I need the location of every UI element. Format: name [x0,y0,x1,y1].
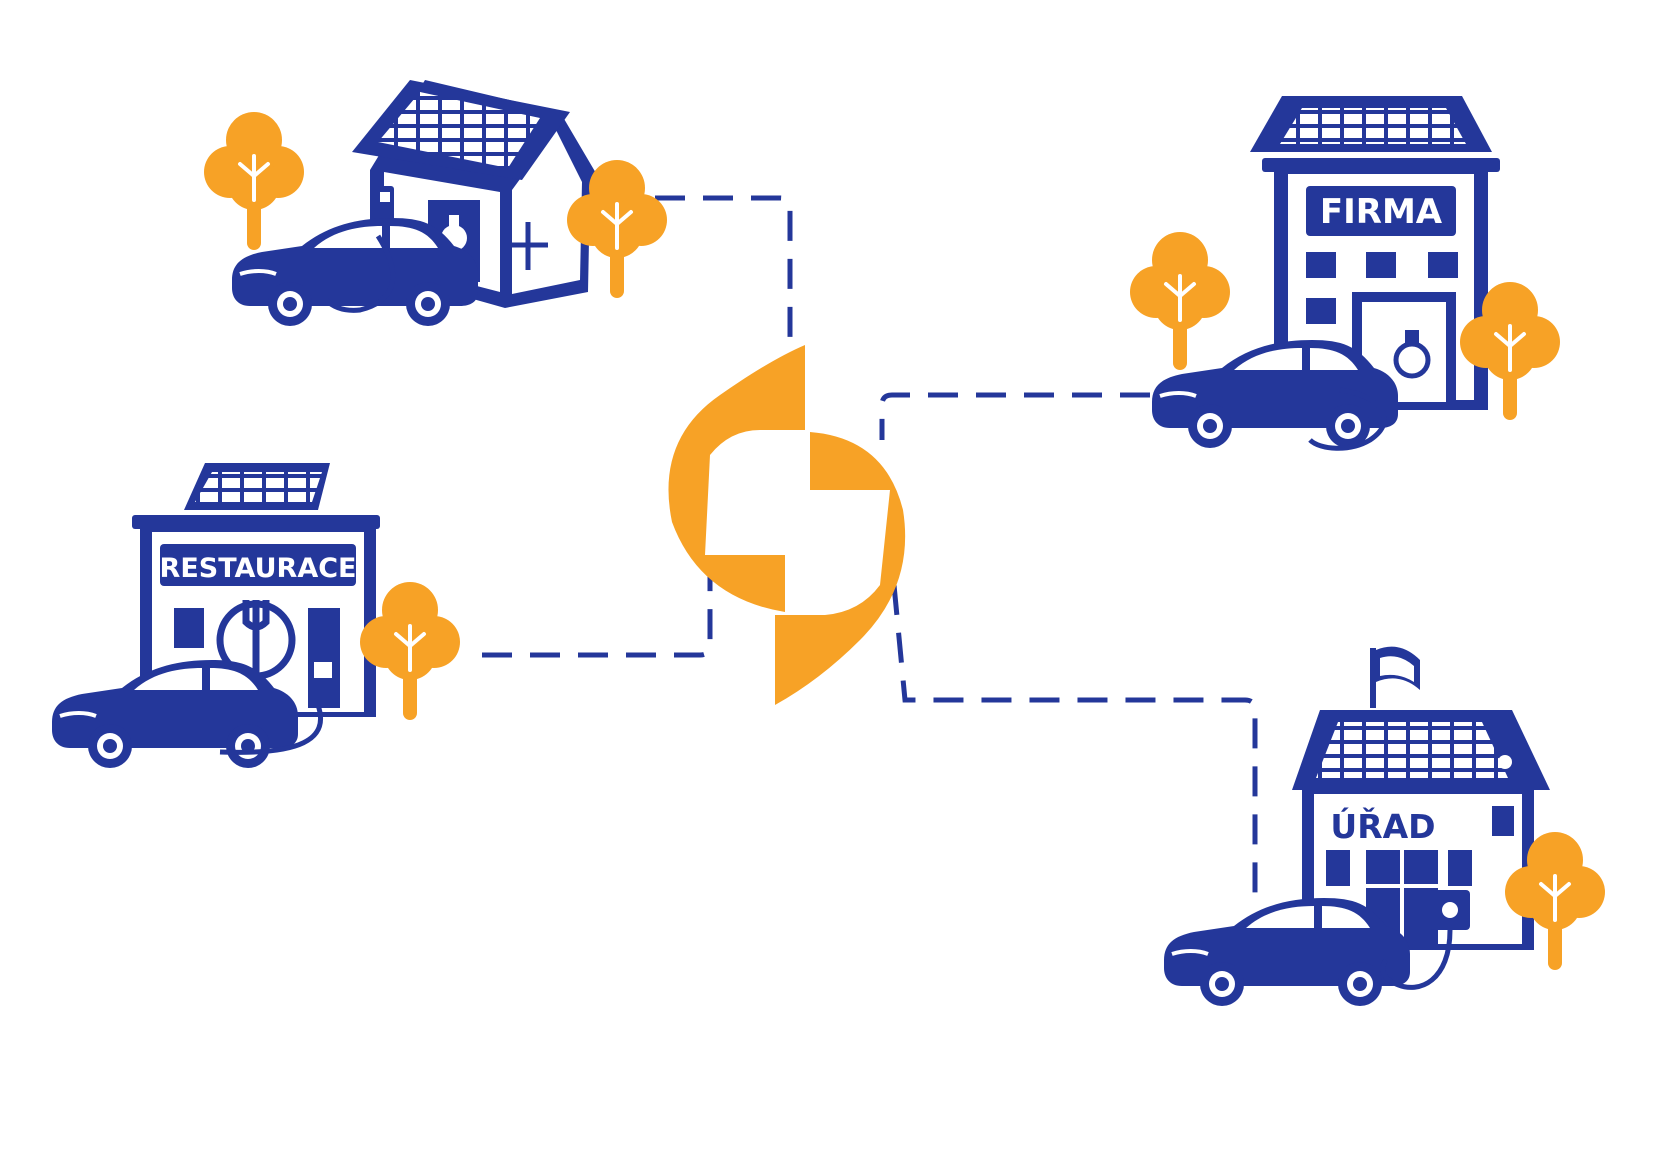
office-with-solar-and-ev-icon: ÚŘAD [1162,646,1607,1008]
connection-restaurant [482,560,713,658]
restaurant-with-solar-and-ev-icon: RESTAURACE [50,463,462,770]
car-icon [1162,896,1412,1008]
connection-house [655,195,793,360]
tree-icon [1128,230,1232,372]
connection-office [891,584,1258,900]
connection-lines [482,195,1258,900]
company-sign: FIRMA [1320,192,1443,232]
office-sign: ÚŘAD [1330,806,1435,846]
house-with-solar-and-ev-icon [202,80,669,328]
company-with-solar-and-ev-icon: FIRMA [1128,96,1562,451]
tree-icon [202,110,306,252]
restaurant-sign: RESTAURACE [160,553,357,584]
connection-company [879,392,1150,440]
lightning-bolt-icon [668,345,906,705]
